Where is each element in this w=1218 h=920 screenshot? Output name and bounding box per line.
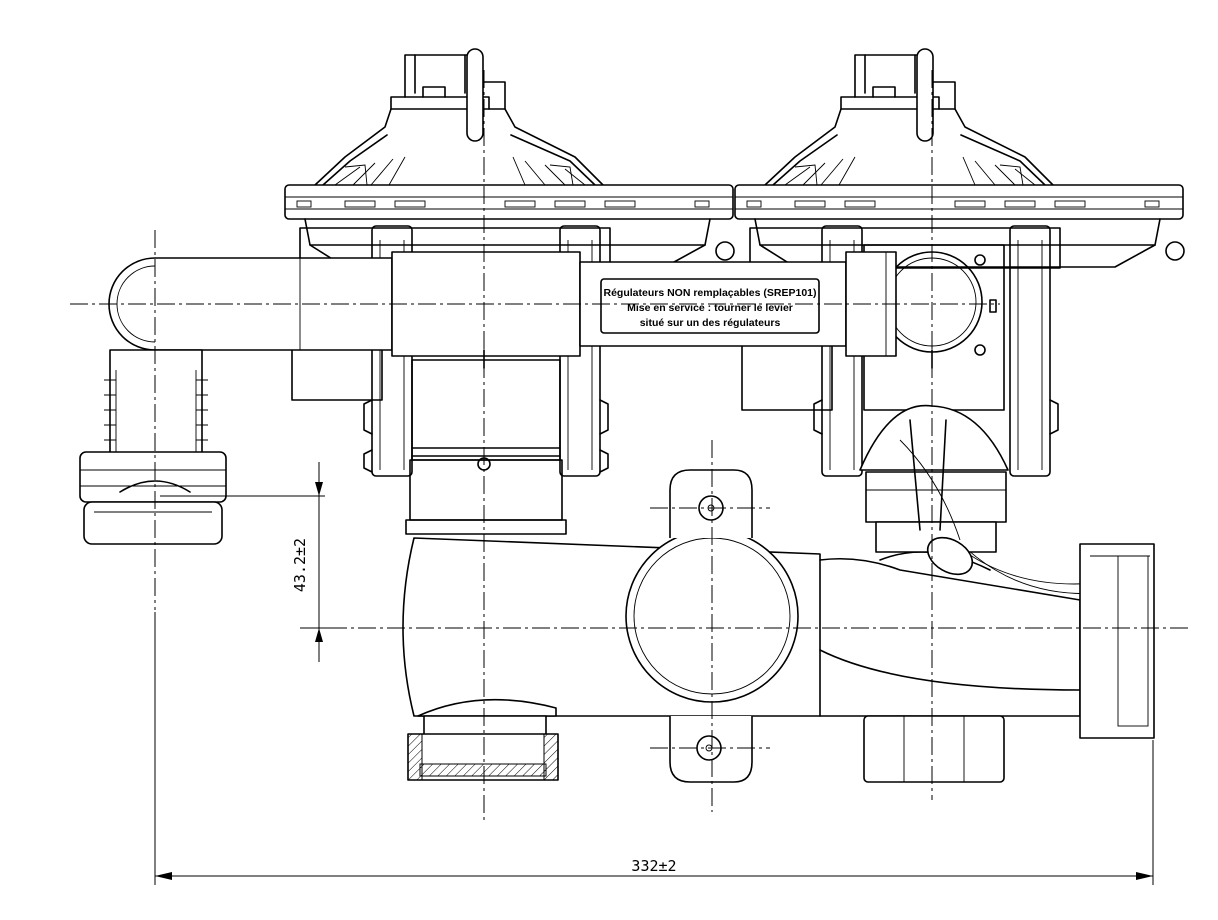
dimension-horizontal [154, 612, 1154, 885]
centerlines [70, 70, 1190, 820]
label-plate [600, 278, 820, 334]
regulator-right [734, 48, 1185, 268]
horizontal-manifold-pipe [108, 251, 933, 369]
label-line-1: Régulateurs NON remplaçables (SREP101) [604, 287, 817, 299]
dimension-vertical [160, 462, 330, 662]
main-valve-body [402, 469, 1155, 783]
dimension-horizontal-label: 332±2 [631, 857, 676, 875]
right-lever-assembly [859, 404, 1009, 576]
bottom-plug [407, 715, 559, 781]
label-line-2: Mise en service : tourner le levier [627, 302, 793, 314]
dimension-vertical-label: 43.2±2 [291, 538, 309, 592]
regulator-left [284, 48, 735, 268]
label-line-3: situé sur un des régulateurs [640, 317, 781, 329]
left-outlet-connector [79, 349, 227, 545]
